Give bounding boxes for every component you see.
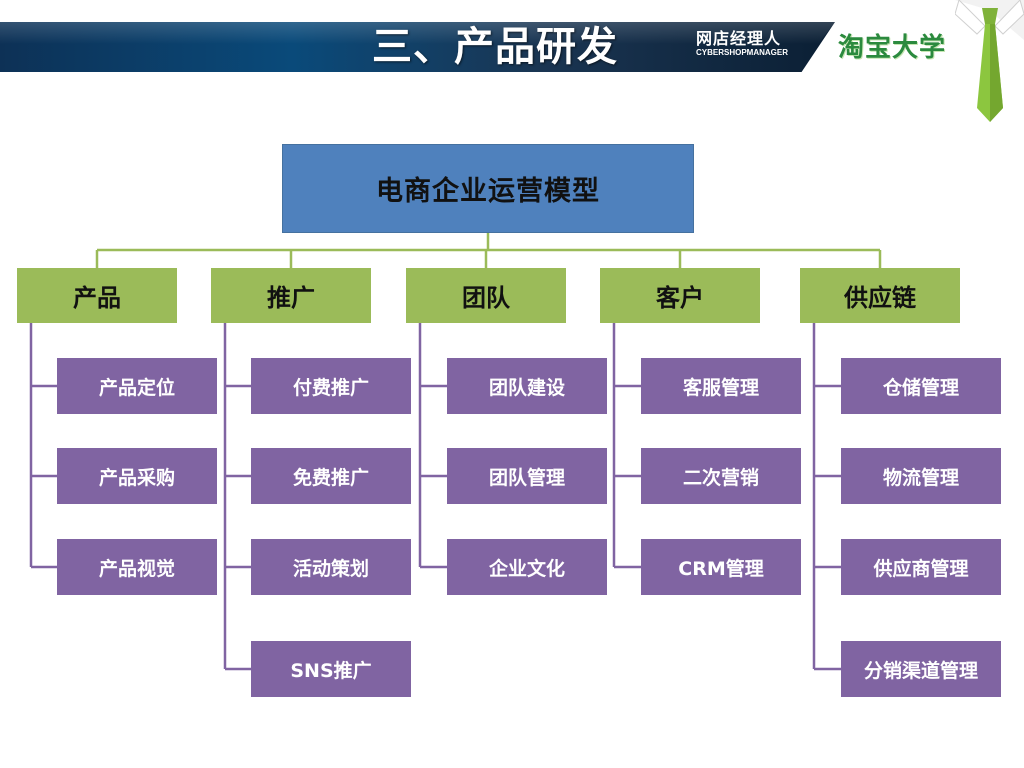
- item-box: 团队管理: [447, 448, 607, 504]
- item-box: 物流管理: [841, 448, 1001, 504]
- item-box: 活动策划: [251, 539, 411, 595]
- logo-cn-text: 网店经理人: [696, 29, 782, 48]
- item-box: 产品定位: [57, 358, 217, 414]
- header-bar: [0, 22, 835, 72]
- item-box: 分销渠道管理: [841, 641, 1001, 697]
- category-box: 客户: [600, 268, 760, 323]
- item-box: 产品视觉: [57, 539, 217, 595]
- taobao-university-logo: 淘宝大学: [838, 33, 947, 63]
- necktie-icon: [955, 0, 1024, 122]
- item-box: 产品采购: [57, 448, 217, 504]
- category-box: 团队: [406, 268, 566, 323]
- item-box: 付费推广: [251, 358, 411, 414]
- category-box: 产品: [17, 268, 177, 323]
- category-box: 推广: [211, 268, 371, 323]
- item-box: 企业文化: [447, 539, 607, 595]
- item-box: 供应商管理: [841, 539, 1001, 595]
- item-box: SNS推广: [251, 641, 411, 697]
- item-box: 二次营销: [641, 448, 801, 504]
- item-box: 客服管理: [641, 358, 801, 414]
- cybershop-manager-logo: 网店经理人 CYBERSHOPMANAGER: [696, 30, 816, 66]
- item-box: 团队建设: [447, 358, 607, 414]
- item-box: 免费推广: [251, 448, 411, 504]
- page-title: 三、产品研发: [372, 24, 618, 70]
- category-box: 供应链: [800, 268, 960, 323]
- item-box: 仓储管理: [841, 358, 1001, 414]
- item-box: CRM管理: [641, 539, 801, 595]
- root-box: 电商企业运营模型: [282, 144, 694, 233]
- logo-en-text: CYBERSHOPMANAGER: [696, 48, 789, 57]
- header-sheen: [0, 22, 835, 44]
